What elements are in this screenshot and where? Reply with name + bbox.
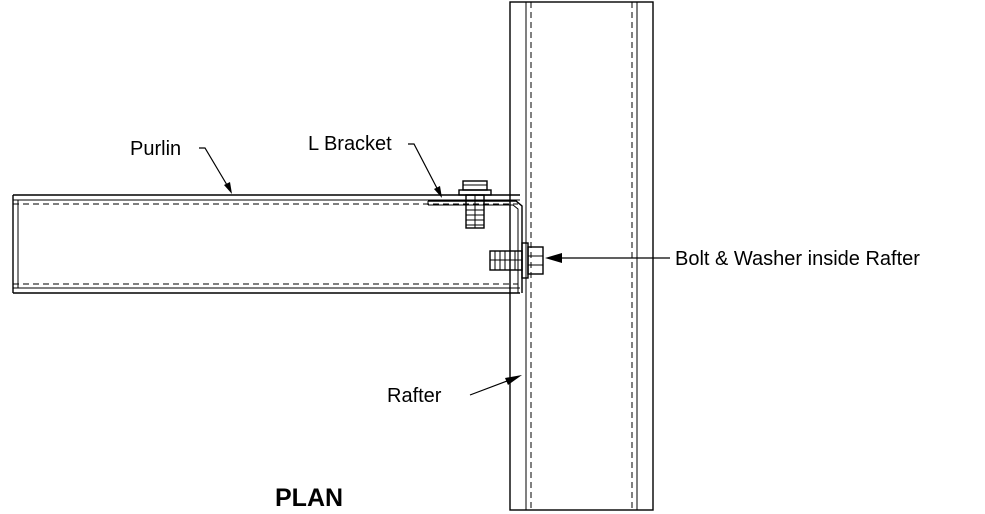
drawing-title: PLAN <box>275 484 343 512</box>
top-bolt <box>458 180 492 229</box>
bolt-washer-leader <box>545 253 670 263</box>
side-bolt <box>489 242 544 279</box>
rafter <box>509 1 654 511</box>
rafter-label: Rafter <box>387 385 442 407</box>
purlin-leader <box>199 147 232 194</box>
l-bracket-label: L Bracket <box>308 133 392 155</box>
rafter-leader <box>469 375 522 396</box>
purlin-label: Purlin <box>130 138 181 160</box>
bolt-washer-label: Bolt & Washer inside Rafter <box>675 248 920 270</box>
purlin <box>12 194 520 294</box>
l-bracket-leader <box>408 143 442 198</box>
